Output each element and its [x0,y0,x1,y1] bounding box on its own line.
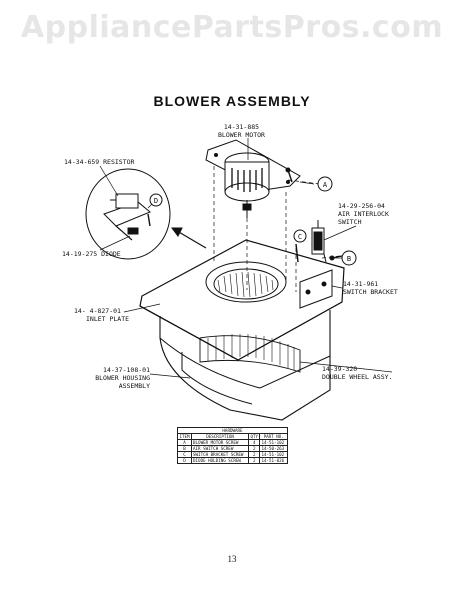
blower-motor [205,139,301,218]
table-cell: DIODE HOLDING SCREW [190,457,250,464]
motor-screw-a [285,167,293,183]
callout-c-label: C [298,233,302,241]
air-interlock-switch-label: 14-29-256-04 AIR INTERLOCK SWITCH [338,202,389,226]
table-row: C SWITCH BRACKET SCREW 2 14-51-102 [177,451,288,458]
double-wheel [199,335,301,373]
table-cell: 2 [248,457,261,464]
diode-label: 14-19-275 DIODE [62,250,121,258]
diagram-title: BLOWER ASSEMBLY [153,93,311,109]
double-wheel-label: 14-39-320 DOUBLE WHEEL ASSY. [322,365,393,381]
switch-bracket [299,269,333,309]
table-cell: 14-51-102 [259,439,288,446]
column-header: PART NO. [259,433,288,440]
bracket-screw-c [295,243,299,263]
inlet-opening [205,261,287,303]
table-cell: 14-51-102 [259,451,288,458]
blower-motor-label: 14-31-885 BLOWER MOTOR [218,123,265,139]
blower-housing-label: 14-37-108-01 BLOWER HOUSING ASSEMBLY [95,366,150,390]
resistor-diode-assembly [103,193,151,241]
table-row: B AIR SWITCH SCREW 2 14-50-263 [177,445,288,452]
switch-bracket-label: 14-31-961 SWITCH BRACKET [343,280,398,296]
callout-b [341,250,357,266]
table-cell: 14-51-026 [259,457,288,464]
air-interlock-switch [311,220,327,263]
callout-a-label: A [323,181,328,189]
table-cell: 14-50-263 [259,445,288,452]
callout-d [149,193,163,207]
callout-c [293,229,307,243]
blower-housing [159,310,331,421]
alignment-lines [213,166,341,292]
inlet-plate-label: 14- 4-827-01 INLET PLATE [74,307,130,323]
callout-a [317,176,333,192]
watermark: AppliancePartsPros.com [20,10,444,45]
resistor-label: 14-34-659 RESISTOR [64,158,135,166]
hardware-table: HARDWARE ITEM DESCRIPTION QTY PART NO. A… [177,427,288,464]
page-number: 13 [227,554,237,564]
column-header: ITEM [177,433,192,440]
wheel-blades-top [217,271,274,298]
table-cell: D [177,457,192,464]
leader-lines [99,138,393,379]
callout-d-label: D [154,197,158,205]
table-row: A BLOWER MOTOR SCREW 4 14-51-102 [177,439,288,446]
table-row: D DIODE HOLDING SCREW 2 14-51-026 [177,457,288,464]
callout-b-label: B [347,255,351,263]
detail-circle [85,168,171,260]
table-cell: SWITCH BRACKET SCREW [190,451,250,458]
